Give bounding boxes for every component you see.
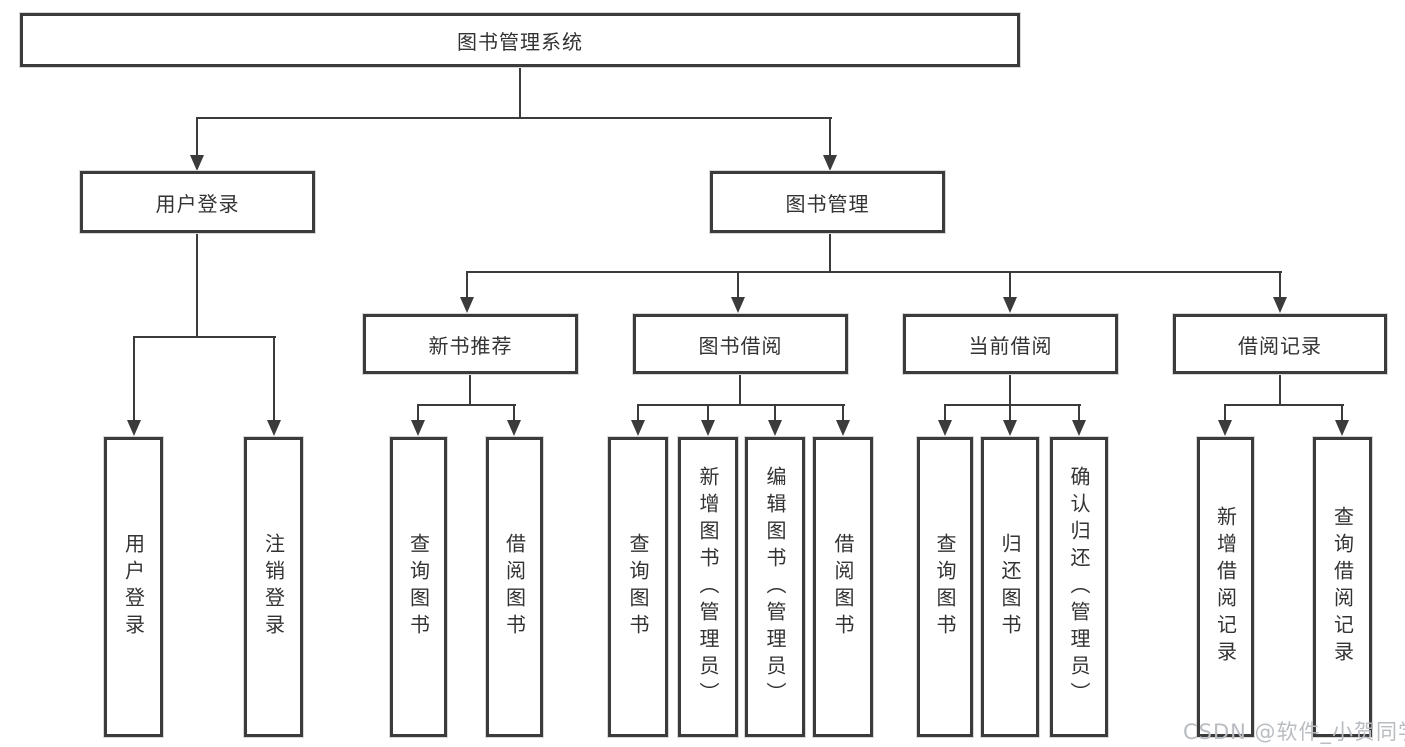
- connector-arrow-down: [823, 155, 837, 171]
- node-library-management-system: 图书管理系统: [20, 13, 1020, 67]
- connector-arrow-down: [701, 420, 715, 436]
- leaf-edit-books-admin: 编辑图书（管理员）: [745, 437, 805, 737]
- connector-line: [133, 336, 276, 338]
- connector-line: [829, 233, 831, 273]
- connector-line: [196, 117, 198, 157]
- node-label: 图书借阅: [698, 333, 783, 358]
- node-label: 图书管理系统: [457, 29, 583, 54]
- node-label: 当前借阅: [968, 333, 1053, 358]
- node-book-management: 图书管理: [710, 171, 945, 233]
- connector-arrow-down: [1072, 420, 1086, 436]
- connector-arrow-down: [1273, 297, 1287, 313]
- node-label: 新增图书（管理员）: [696, 465, 720, 709]
- node-label: 新增借阅记录: [1213, 506, 1238, 668]
- node-label: 查询图书: [933, 533, 957, 641]
- node-borrowing-records: 借阅记录: [1173, 314, 1387, 374]
- connector-line: [469, 374, 471, 406]
- node-user-login: 用户登录: [80, 171, 315, 233]
- connector-line: [196, 117, 832, 119]
- connector-arrow-down: [1003, 297, 1017, 313]
- node-label: 用户登录: [155, 191, 240, 216]
- leaf-add-books-admin: 新增图书（管理员）: [678, 437, 738, 737]
- leaf-borrow-books-recommend: 借阅图书: [486, 437, 543, 737]
- connector-line: [739, 374, 741, 406]
- leaf-return-books: 归还图书: [981, 437, 1039, 737]
- node-label: 编辑图书（管理员）: [763, 465, 787, 709]
- connector-line: [196, 233, 198, 337]
- node-label: 图书管理: [785, 191, 870, 216]
- connector-arrow-down: [190, 155, 204, 171]
- connector-line: [417, 404, 419, 424]
- node-label: 归还图书: [998, 533, 1022, 641]
- connector-line: [417, 404, 516, 406]
- connector-arrow-down: [731, 297, 745, 313]
- leaf-query-borrow-record: 查询借阅记录: [1313, 437, 1372, 737]
- connector-line: [944, 404, 1081, 406]
- csdn-watermark: CSDN @软件_小贺同学: [1183, 720, 1405, 744]
- leaf-logout: 注销登录: [244, 437, 303, 737]
- node-label: 查询图书: [406, 533, 431, 641]
- connector-arrow-down: [768, 420, 782, 436]
- connector-arrow-down: [938, 420, 952, 436]
- node-label: 查询图书: [626, 533, 650, 641]
- connector-arrow-down: [127, 420, 141, 436]
- connector-line: [944, 404, 946, 424]
- connector-line: [1224, 404, 1226, 424]
- leaf-query-books-current: 查询图书: [917, 437, 973, 737]
- node-label: 新书推荐: [428, 333, 513, 358]
- node-book-borrowing: 图书借阅: [633, 314, 848, 374]
- connector-line: [829, 117, 831, 157]
- connector-line: [1279, 374, 1281, 406]
- connector-arrow-down: [267, 420, 281, 436]
- connector-arrow-down: [836, 420, 850, 436]
- connector-arrow-down: [507, 420, 521, 436]
- connector-line: [1009, 271, 1011, 301]
- connector-line: [774, 404, 776, 424]
- connector-arrow-down: [1218, 420, 1232, 436]
- connector-line: [637, 404, 639, 424]
- connector-line: [1009, 404, 1011, 424]
- node-label: 确认归还（管理员）: [1067, 465, 1091, 709]
- node-label: 借阅记录: [1238, 333, 1322, 358]
- connector-line: [519, 66, 521, 118]
- connector-line: [1009, 374, 1011, 406]
- node-label: 查询借阅记录: [1330, 506, 1355, 668]
- connector-line: [707, 404, 709, 424]
- connector-line: [273, 336, 275, 422]
- connector-arrow-down: [460, 297, 474, 313]
- connector-arrow-down: [411, 420, 425, 436]
- leaf-query-books-borrowing: 查询图书: [608, 437, 668, 737]
- connector-arrow-down: [1003, 420, 1017, 436]
- node-label: 借阅图书: [831, 533, 855, 641]
- connector-line: [737, 271, 739, 301]
- node-label: 用户登录: [121, 533, 146, 641]
- connector-line: [637, 404, 845, 406]
- node-label: 借阅图书: [502, 533, 527, 641]
- leaf-add-borrow-record: 新增借阅记录: [1197, 437, 1254, 737]
- connector-arrow-down: [631, 420, 645, 436]
- connector-arrow-down: [1335, 420, 1349, 436]
- leaf-user-login: 用户登录: [104, 437, 163, 737]
- connector-line: [1224, 404, 1344, 406]
- connector-line: [1279, 271, 1281, 301]
- connector-line: [466, 271, 1282, 273]
- connector-line: [133, 336, 135, 422]
- connector-line: [842, 404, 844, 424]
- connector-line: [513, 404, 515, 424]
- node-new-book-recommendation: 新书推荐: [363, 314, 578, 374]
- node-label: 注销登录: [261, 533, 286, 641]
- connector-line: [1341, 404, 1343, 424]
- connector-line: [466, 271, 468, 301]
- leaf-query-books-recommend: 查询图书: [390, 437, 447, 737]
- leaf-borrow-books: 借阅图书: [813, 437, 873, 737]
- connector-line: [1078, 404, 1080, 424]
- node-current-borrowing: 当前借阅: [903, 314, 1118, 374]
- leaf-confirm-return-admin: 确认归还（管理员）: [1050, 437, 1108, 737]
